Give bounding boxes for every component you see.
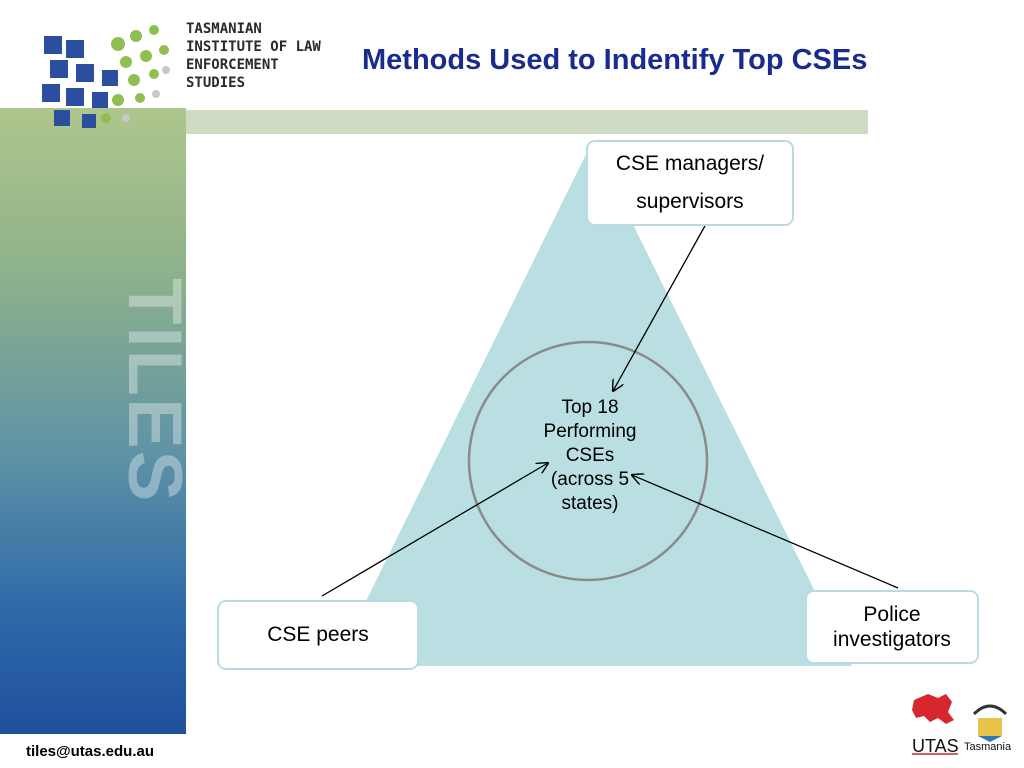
sidebar-gradient: TILES (0, 108, 197, 734)
center-circle (467, 340, 709, 582)
utas-logo: UTAS Tasmania (912, 694, 1012, 756)
box-peers: CSE peers (217, 600, 419, 670)
svg-text:UTAS: UTAS (912, 736, 959, 756)
tiles-logo (42, 25, 170, 128)
arrow-from-managers (613, 223, 707, 391)
center-label: Top 18 Performing CSEs (across 5 states) (543, 397, 637, 514)
slide-title: Methods Used to Indentify Top CSEs (362, 44, 868, 76)
box-managers: CSE managers/ supervisors (586, 140, 794, 226)
triangle-shape (334, 142, 852, 666)
org-name: TASMANIAN INSTITUTE OF LAW ENFORCEMENT S… (186, 21, 321, 91)
tasmania-crest-icon (972, 704, 1008, 742)
arrow-from-peers (321, 463, 548, 597)
svg-text:Tasmania: Tasmania (964, 741, 1012, 753)
header-bar (186, 110, 868, 134)
tasmanian-devil-icon (912, 694, 954, 724)
contact-email: tiles@utas.edu.au (26, 743, 154, 760)
box-police: Police investigators (805, 590, 979, 664)
sidebar-watermark: TILES (112, 278, 197, 504)
arrow-from-police (632, 475, 899, 589)
